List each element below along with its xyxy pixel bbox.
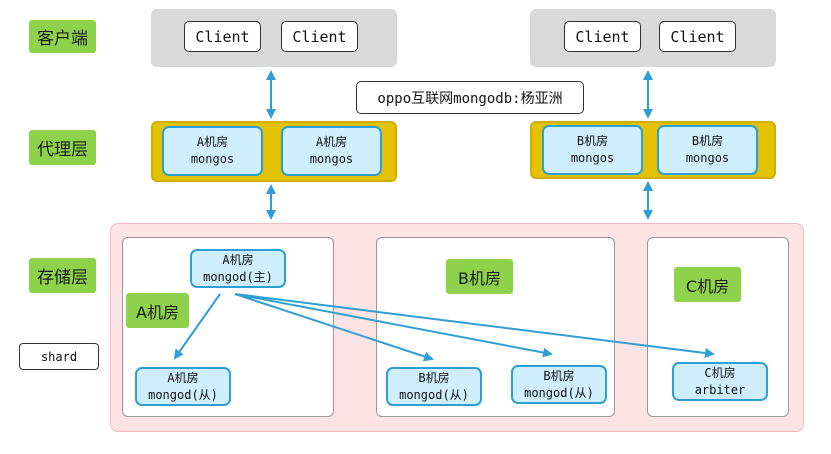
node-room: B机房	[543, 368, 575, 383]
node-room: B机房	[691, 134, 724, 148]
mongod-secondary-b1: B机房 mongod(从)	[386, 367, 482, 406]
client-box-left-1: Client	[184, 21, 261, 52]
mongos-node-a1: A机房 mongos	[162, 126, 263, 176]
node-role: mongos	[309, 152, 354, 166]
room-tag-b: B机房	[446, 259, 513, 294]
node-role: mongos	[190, 152, 235, 166]
node-role: arbiter	[694, 382, 746, 397]
node-role: mongod(从)	[399, 387, 469, 402]
node-room: A机房	[222, 252, 254, 267]
node-room: A机房	[315, 135, 348, 149]
author-note: oppo互联网mongodb:杨亚洲	[356, 81, 584, 114]
mongos-node-b2: B机房 mongos	[657, 125, 758, 175]
node-room: A机房	[196, 135, 229, 149]
client-box-right-2: Client	[659, 21, 736, 52]
replication-arrow-a	[173, 293, 221, 360]
node-room: B机房	[418, 370, 450, 385]
layer-label-storage: 存储层	[29, 258, 96, 293]
replication-arrow-b2	[234, 293, 553, 358]
mongod-primary-node: A机房 mongod(主)	[190, 249, 286, 288]
layer-label-proxy: 代理层	[29, 130, 96, 165]
node-room: C机房	[704, 365, 736, 380]
node-role: mongos	[685, 151, 730, 165]
room-tag-a: A机房	[126, 293, 189, 328]
client-box-right-1: Client	[564, 21, 641, 52]
mongod-secondary-a: A机房 mongod(从)	[135, 367, 231, 406]
node-role: mongod(从)	[524, 385, 594, 400]
node-room: B机房	[576, 134, 609, 148]
layer-label-client: 客户端	[29, 20, 96, 53]
node-role: mongod(从)	[148, 387, 218, 402]
mongos-node-a2: A机房 mongos	[281, 126, 382, 176]
replication-arrow-c	[234, 293, 715, 358]
mongod-secondary-b2: B机房 mongod(从)	[511, 365, 607, 404]
client-box-left-2: Client	[281, 21, 358, 52]
node-role: mongos	[570, 151, 615, 165]
mongos-node-b1: B机房 mongos	[542, 125, 643, 175]
room-tag-c: C机房	[674, 267, 741, 302]
replication-arrow-b1	[234, 293, 434, 362]
node-room: A机房	[167, 370, 199, 385]
shard-label: shard	[19, 343, 99, 370]
arbiter-node-c: C机房 arbiter	[672, 362, 768, 401]
node-role: mongod(主)	[203, 269, 273, 284]
